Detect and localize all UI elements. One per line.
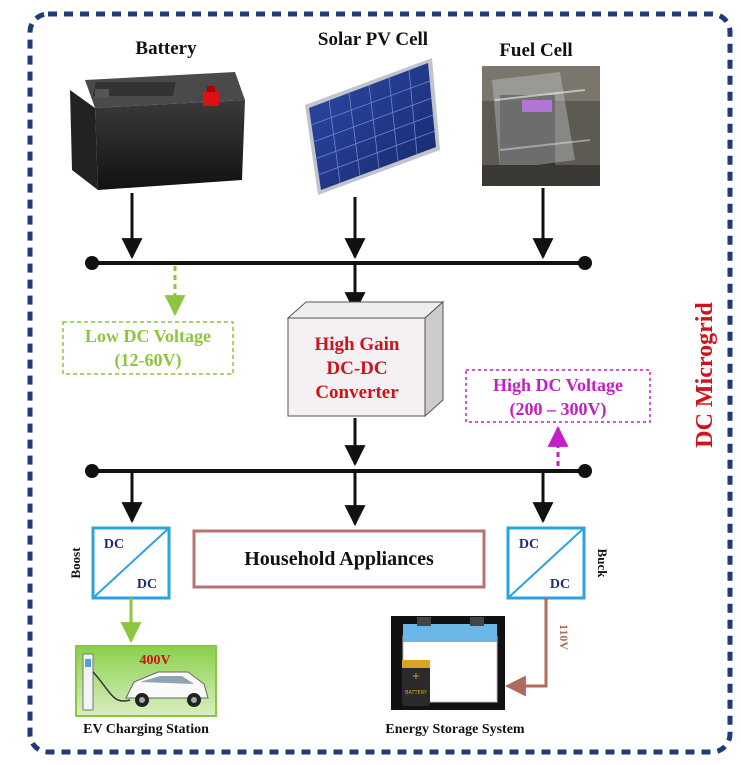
high-voltage-box <box>465 369 651 423</box>
high-voltage-line2: (200 – 300V) <box>510 399 607 420</box>
converter-line3: Converter <box>315 382 399 403</box>
low-voltage-line2: (12-60V) <box>115 350 182 371</box>
ev-voltage: 400V <box>139 653 170 668</box>
buck-dc-in: DC <box>519 537 539 552</box>
low-voltage-box <box>62 321 234 375</box>
converter-box <box>286 300 445 418</box>
boost-dc-out: DC <box>137 577 157 592</box>
boost-dc-in: DC <box>104 537 124 552</box>
battery-image <box>70 72 245 190</box>
buck-to-storage-arrow <box>504 598 548 697</box>
microgrid-border <box>27 11 733 755</box>
converter-line2: DC-DC <box>326 358 387 379</box>
buck-converter <box>506 526 586 600</box>
storage-battery-image: + BATTERY <box>391 616 505 710</box>
top-dc-bus <box>85 256 592 270</box>
ev-label: EV Charging Station <box>83 722 209 737</box>
buck-dc-out: DC <box>550 577 570 592</box>
buck-output-voltage: 110V <box>557 624 571 650</box>
storage-label: Energy Storage System <box>385 722 525 737</box>
solar-label: Solar PV Cell <box>318 29 428 50</box>
household-label: Household Appliances <box>244 548 434 570</box>
fuel-cell-label: Fuel Cell <box>499 40 572 61</box>
svg-text:+: + <box>412 671 420 682</box>
low-voltage-line1: Low DC Voltage <box>85 326 211 346</box>
household-box <box>192 529 486 589</box>
boost-label: Boost <box>68 547 83 579</box>
bottom-dc-bus <box>85 464 592 478</box>
boost-converter <box>91 526 171 600</box>
ev-car-image <box>75 645 217 717</box>
converter-line1: High Gain <box>315 334 400 355</box>
microgrid-title: DC Microgrid <box>692 302 718 448</box>
buck-label: Buck <box>595 549 610 579</box>
battery-label: Battery <box>135 38 197 59</box>
solar-panel-image <box>305 58 440 195</box>
storage-cell-text: BATTERY <box>405 690 428 696</box>
fuel-cell-image <box>482 66 600 186</box>
high-voltage-line1: High DC Voltage <box>493 375 623 395</box>
